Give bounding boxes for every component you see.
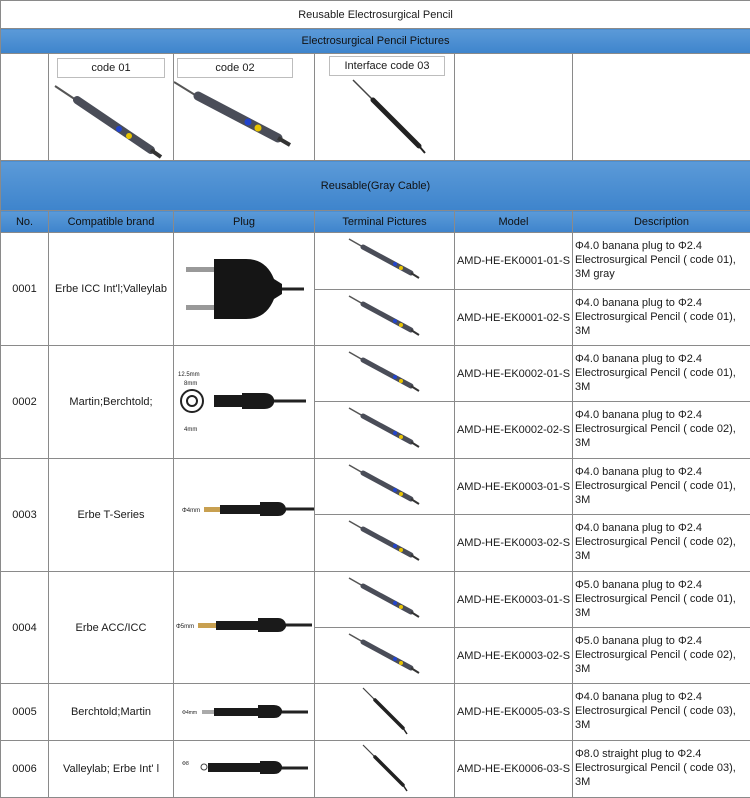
plug-dimension-label: 4mm xyxy=(184,427,197,433)
table-row: 0003 Erbe T-Series Φ4mm AMD-HE-EK0003-01… xyxy=(1,459,750,515)
row-model: AMD-HE-EK0005-03-S xyxy=(455,684,573,741)
row-description: Φ4.0 banana plug to Φ2.4 Electrosurgical… xyxy=(573,233,750,290)
row-model: AMD-HE-EK0006-03-S xyxy=(455,741,573,798)
row-brand: Valleylab; Erbe Int' l xyxy=(49,741,174,798)
row-model: AMD-HE-EK0003-01-S xyxy=(455,459,573,515)
terminal-image-cell xyxy=(315,741,455,798)
banana-plug-straight-image: Φ4mm xyxy=(174,460,315,570)
plug-image-cell xyxy=(174,233,315,346)
plug-dimension-label: 8mm xyxy=(184,381,197,387)
row-model: AMD-HE-EK0003-02-S xyxy=(455,515,573,572)
pictures-empty-cell xyxy=(455,54,573,163)
straight-plug-image: Φ8 xyxy=(174,741,315,797)
terminal-image-cell xyxy=(315,628,455,684)
pencil-image xyxy=(315,233,455,289)
row-model: AMD-HE-EK0002-02-S xyxy=(455,402,573,459)
terminal-image-cell xyxy=(315,572,455,628)
picture-code-01: code 01 xyxy=(49,54,174,163)
pencil-image xyxy=(315,402,455,458)
row-brand: Martin;Berchtold; xyxy=(49,346,174,459)
table-row: 0005 Berchtold;Martin Φ4mm AMD-HE-EK0 xyxy=(1,684,750,741)
banana-plug-straight-image: Φ4mm xyxy=(174,684,315,740)
terminal-image-cell xyxy=(315,684,455,741)
pencil-code-03-image xyxy=(315,684,455,740)
pencil-code-03-image xyxy=(315,741,455,797)
pencil-image xyxy=(315,515,455,571)
terminal-image-cell xyxy=(315,515,455,572)
plug-dimension-label: 12.5mm xyxy=(178,372,200,378)
row-description: Φ4.0 banana plug to Φ2.4 Electrosurgical… xyxy=(573,290,750,346)
col-header-no: No. xyxy=(1,211,49,233)
col-header-model: Model xyxy=(455,211,573,233)
plug-dimension-label: Φ4mm xyxy=(182,710,197,716)
pencil-image xyxy=(315,346,455,401)
picture-code-03: Interface code 03 xyxy=(315,54,455,163)
page-title: Reusable Electrosurgical Pencil xyxy=(1,1,750,29)
terminal-image-cell xyxy=(315,346,455,402)
plug-dimension-label: Φ4mm xyxy=(182,508,200,514)
section-header: Reusable(Gray Cable) xyxy=(1,161,750,211)
row-description: Φ8.0 straight plug to Φ2.4 Electrosurgic… xyxy=(573,741,750,798)
table-row: 0004 Erbe ACC/ICC Φ5mm AMD-HE-EK0003-01-… xyxy=(1,572,750,628)
banana-plug-straight-image: Φ5mm xyxy=(174,573,315,683)
table-row: 0001 Erbe ICC Int'l;Valleylab AMD-HE-EK0… xyxy=(1,233,750,290)
row-number: 0003 xyxy=(1,459,49,572)
banana-plug-dual-image xyxy=(174,234,315,344)
row-description: Φ5.0 banana plug to Φ2.4 Electrosurgical… xyxy=(573,572,750,628)
row-brand: Erbe T-Series xyxy=(49,459,174,572)
pictures-empty-cell xyxy=(573,54,750,163)
row-brand: Erbe ICC Int'l;Valleylab xyxy=(49,233,174,346)
row-description: Φ4.0 banana plug to Φ2.4 Electrosurgical… xyxy=(573,459,750,515)
round-plug-image: 12.5mm 8mm 4mm xyxy=(174,347,315,457)
row-number: 0004 xyxy=(1,572,49,684)
row-description: Φ5.0 banana plug to Φ2.4 Electrosurgical… xyxy=(573,628,750,684)
pictures-header: Electrosurgical Pencil Pictures xyxy=(1,29,750,54)
plug-image-cell: Φ4mm xyxy=(174,684,315,741)
terminal-image-cell xyxy=(315,233,455,290)
row-description: Φ4.0 banana plug to Φ2.4 Electrosurgical… xyxy=(573,346,750,402)
pencil-image xyxy=(315,459,455,514)
col-header-brand: Compatible brand xyxy=(49,211,174,233)
plug-image-cell: Φ5mm xyxy=(174,572,315,684)
row-model: AMD-HE-EK0003-02-S xyxy=(455,628,573,684)
row-description: Φ4.0 banana plug to Φ2.4 Electrosurgical… xyxy=(573,402,750,459)
pictures-table: Reusable Electrosurgical Pencil Electros… xyxy=(0,0,750,163)
code-03-label: Interface code 03 xyxy=(329,56,445,76)
pictures-empty-cell xyxy=(1,54,49,163)
terminal-image-cell xyxy=(315,290,455,346)
col-header-terminal: Terminal Pictures xyxy=(315,211,455,233)
table-row: 0002 Martin;Berchtold; 12.5mm 8mm 4mm AM… xyxy=(1,346,750,402)
picture-code-02: code 02 xyxy=(174,54,315,163)
col-header-plug: Plug xyxy=(174,211,315,233)
plug-image-cell: Φ8 xyxy=(174,741,315,798)
row-model: AMD-HE-EK0002-01-S xyxy=(455,346,573,402)
terminal-image-cell xyxy=(315,459,455,515)
row-number: 0002 xyxy=(1,346,49,459)
row-model: AMD-HE-EK0001-01-S xyxy=(455,233,573,290)
row-description: Φ4.0 banana plug to Φ2.4 Electrosurgical… xyxy=(573,684,750,741)
products-table: Reusable(Gray Cable) No. Compatible bran… xyxy=(0,160,750,798)
row-brand: Erbe ACC/ICC xyxy=(49,572,174,684)
row-number: 0006 xyxy=(1,741,49,798)
row-model: AMD-HE-EK0001-02-S xyxy=(455,290,573,346)
plug-image-cell: Φ4mm xyxy=(174,459,315,572)
plug-dimension-label: Φ5mm xyxy=(176,624,194,630)
code-01-label: code 01 xyxy=(57,58,165,78)
row-number: 0005 xyxy=(1,684,49,741)
pencil-image xyxy=(315,572,455,627)
row-model: AMD-HE-EK0003-01-S xyxy=(455,572,573,628)
terminal-image-cell xyxy=(315,402,455,459)
pencil-image xyxy=(315,290,455,345)
code-02-label: code 02 xyxy=(177,58,293,78)
col-header-description: Description xyxy=(573,211,750,233)
pencil-image xyxy=(315,628,455,683)
plug-dimension-label: Φ8 xyxy=(182,761,189,767)
plug-image-cell: 12.5mm 8mm 4mm xyxy=(174,346,315,459)
row-description: Φ4.0 banana plug to Φ2.4 Electrosurgical… xyxy=(573,515,750,572)
table-row: 0006 Valleylab; Erbe Int' l Φ8 AMD-HE xyxy=(1,741,750,798)
row-number: 0001 xyxy=(1,233,49,346)
row-brand: Berchtold;Martin xyxy=(49,684,174,741)
